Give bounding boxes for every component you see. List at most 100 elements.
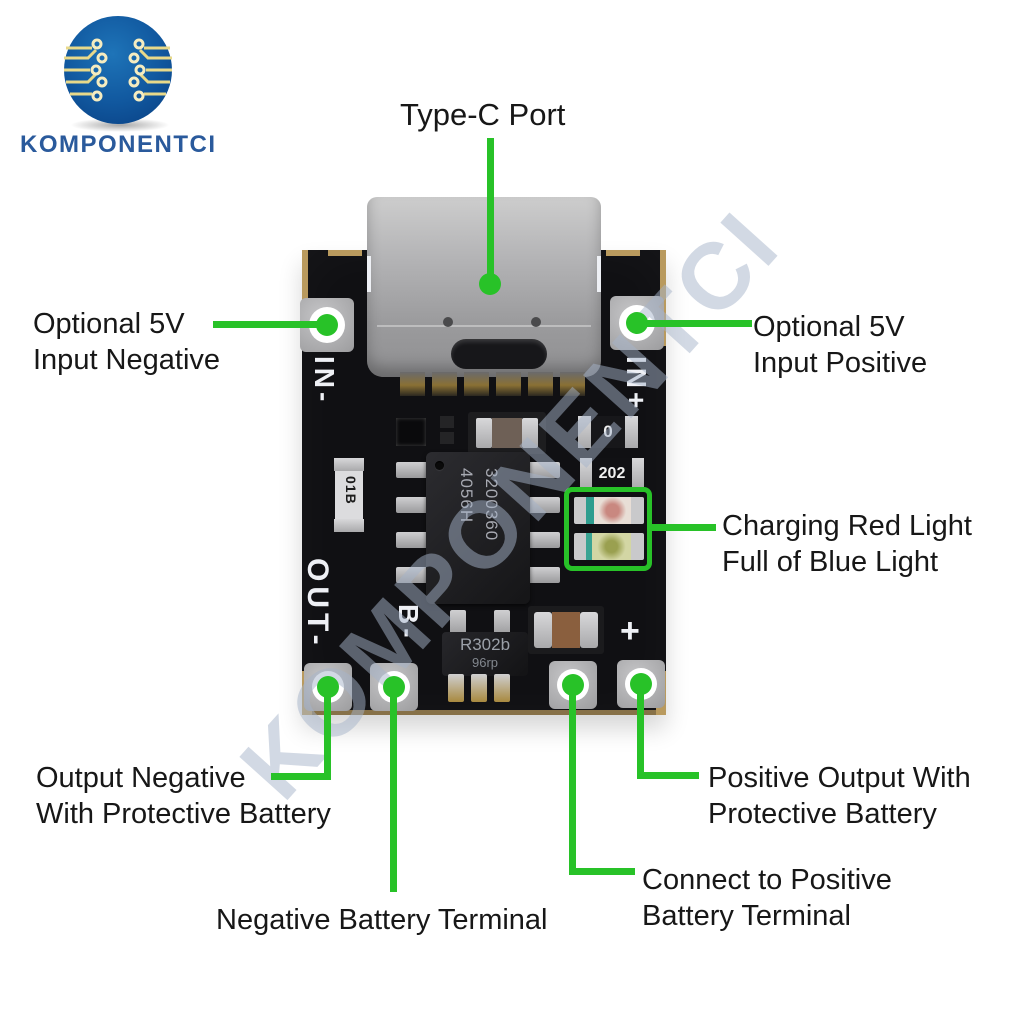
component-body: 01B [335, 471, 363, 519]
pointer-line-input-positive [640, 320, 752, 327]
label-line: Optional 5V [33, 308, 185, 340]
logo-brand-text: KOMPONENTCI [20, 131, 217, 158]
silkscreen-mark [597, 256, 601, 292]
label-battery-negative: Negative Battery Terminal [216, 904, 548, 936]
label-line: Full of Blue Light [722, 546, 939, 578]
ic-pin [528, 532, 560, 548]
ic-pin [396, 462, 428, 478]
ic-pin [448, 674, 464, 702]
pointer-line-output-positive-v [637, 684, 644, 779]
component-terminal [580, 458, 592, 490]
label-output-negative: Output Negative With Protective Battery [36, 760, 331, 832]
label-line: With Protective Battery [36, 798, 331, 830]
pointer-line-output-positive-h [637, 772, 699, 779]
pointer-line-battery-negative [390, 687, 397, 892]
component-marking: 01B [343, 476, 359, 505]
label-battery-positive: Connect to Positive Battery Terminal [642, 862, 892, 934]
resistor-202: 202 [580, 458, 644, 490]
marker-dot-battery-negative [383, 676, 405, 698]
component-marking: 0 [591, 416, 625, 448]
component-terminal [578, 416, 591, 448]
led-terminal [574, 497, 586, 524]
label-line: Output Negative [36, 762, 246, 794]
led-terminal [574, 533, 586, 560]
solder-pad [528, 372, 553, 396]
ic-pin [396, 497, 428, 513]
ic-pin [528, 497, 560, 513]
component-body [552, 612, 580, 648]
component-terminal [522, 418, 538, 448]
logo-shadow [70, 118, 170, 132]
pointer-line-battery-positive-h [569, 868, 635, 875]
led-body [592, 533, 631, 560]
label-input-positive: Optional 5V Input Positive [753, 309, 927, 381]
resistor-0: 0 [578, 416, 638, 448]
pointer-line-input-negative [213, 321, 331, 328]
port-seam [377, 325, 591, 327]
ic-pin [471, 674, 487, 702]
logo-circuit-globe-icon [64, 16, 172, 124]
protection-ic-r302b: R302b 96rp [442, 632, 528, 676]
marker-dot-type-c [479, 273, 501, 295]
led-stripe [586, 497, 594, 524]
solder-pad [560, 372, 585, 396]
ic-pin [494, 610, 510, 636]
label-line: Input Negative [33, 344, 221, 376]
marker-dot-input-negative [316, 314, 338, 336]
component-body [492, 418, 522, 448]
component-marking: 202 [592, 458, 632, 490]
charging-ic-4056: 3200360 4056H [426, 452, 530, 604]
led-terminal [631, 533, 644, 560]
smd-component [440, 432, 454, 444]
capacitor [528, 606, 604, 654]
led-terminal [631, 497, 644, 524]
pointer-line-output-negative-h [271, 773, 331, 780]
pointer-line-battery-positive-v [569, 685, 576, 875]
ic-marking: 96rp [471, 655, 499, 670]
marker-dot-input-positive [626, 312, 648, 334]
led-body [594, 497, 631, 524]
marker-dot-output-positive [630, 673, 652, 695]
label-type-c-port: Type-C Port [400, 97, 566, 132]
pcb-edge [302, 710, 666, 715]
ic-pin [494, 674, 510, 702]
full-blue-led [574, 533, 644, 560]
led-stripe [586, 533, 592, 560]
solder-pad [432, 372, 457, 396]
component-terminal [625, 416, 638, 448]
port-rivet [443, 317, 453, 327]
ic-pin [450, 610, 466, 636]
label-input-negative: Optional 5V Input Negative [33, 306, 220, 378]
label-line: Connect to Positive [642, 864, 892, 896]
label-leds: Charging Red Light Full of Blue Light [722, 508, 972, 580]
label-line: Protective Battery [708, 798, 937, 830]
silkscreen-in-minus: IN- [309, 356, 340, 406]
component-terminal [476, 418, 492, 448]
label-line: Battery Terminal [642, 900, 851, 932]
label-line: Input Positive [753, 347, 928, 379]
silkscreen-plus: + [620, 612, 640, 650]
smd-component [440, 416, 454, 428]
label-line: Charging Red Light [722, 510, 972, 542]
label-line: Positive Output With [708, 762, 971, 794]
capacitor [468, 412, 546, 454]
label-output-positive: Positive Output With Protective Battery [708, 760, 971, 832]
port-slot [451, 339, 547, 369]
component-terminal [580, 612, 598, 648]
pointer-line-output-negative-v [324, 687, 331, 780]
label-line: Optional 5V [753, 311, 905, 343]
marker-dot-battery-positive [562, 674, 584, 696]
charging-red-led [574, 497, 644, 524]
component-terminal [632, 458, 644, 490]
silkscreen-mark [367, 256, 371, 292]
pointer-line-type-c [487, 138, 494, 286]
ic-marking: R302b [459, 635, 511, 654]
pcb-edge [606, 250, 640, 256]
ic-pin [396, 567, 428, 583]
port-rivet [531, 317, 541, 327]
diode-01b: 01B [334, 458, 364, 532]
pcb-edge [328, 250, 362, 256]
marker-dot-output-negative [317, 676, 339, 698]
component-terminal [534, 612, 552, 648]
